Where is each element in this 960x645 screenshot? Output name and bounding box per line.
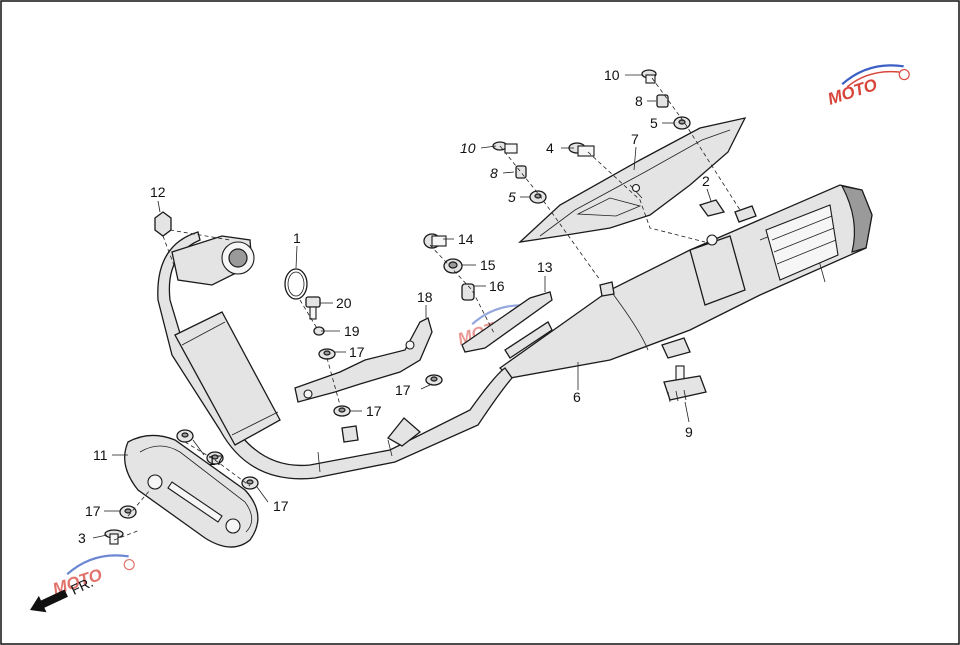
part-17-grommet-e <box>206 451 224 465</box>
watermark-text: MOTO <box>825 75 879 109</box>
part-15-grommet <box>443 258 463 274</box>
callout-7: 7 <box>631 131 639 147</box>
part-17-grommet-a <box>318 348 336 360</box>
callout-18: 18 <box>417 289 433 305</box>
part-11-heat-shield <box>124 434 259 548</box>
callout-4: 4 <box>546 140 554 156</box>
callout-1: 1 <box>293 230 301 246</box>
callout-16: 16 <box>489 278 505 294</box>
part-17-grommet-f <box>241 476 259 490</box>
part-4-bolt <box>568 142 595 157</box>
part-3-bolt <box>104 529 124 545</box>
callout-19: 19 <box>344 323 360 339</box>
part-17-grommet-d <box>176 429 194 443</box>
callout-17a: 17 <box>349 344 365 360</box>
part-17-grommet-b <box>425 374 443 386</box>
callout-leader-lines <box>92 74 712 539</box>
callout-8a: 8 <box>490 165 498 181</box>
callout-labels: 1 2 3 4 5 5 6 7 8 8 9 10 10 11 12 13 14 … <box>78 67 710 546</box>
part-7-heat-shield <box>518 117 747 243</box>
callout-14: 14 <box>458 231 474 247</box>
callout-12: 12 <box>150 184 166 200</box>
part-5-grommet-a <box>529 190 547 204</box>
callout-2: 2 <box>702 173 710 189</box>
part-8-collar-b <box>656 94 669 108</box>
callout-11: 11 <box>93 447 108 463</box>
part-2-clip <box>698 199 726 217</box>
part-9-damper <box>663 365 707 403</box>
callout-5a: 5 <box>508 189 516 205</box>
part-18-bracket <box>294 317 433 403</box>
callout-15: 15 <box>480 257 496 273</box>
callout-17c: 17 <box>366 403 382 419</box>
part-16-collar <box>461 283 475 301</box>
part-10-bolt-a <box>492 141 518 154</box>
watermark-logo-top-right: MOTO <box>825 64 910 109</box>
callout-13: 13 <box>537 259 553 275</box>
callout-9: 9 <box>685 424 693 440</box>
part-14-bolt <box>423 233 447 249</box>
part-6-silencer <box>498 184 873 379</box>
callout-20: 20 <box>336 295 352 311</box>
callout-17f: 17 <box>85 503 101 519</box>
callout-3: 3 <box>78 530 86 546</box>
part-17-grommet-c <box>333 405 351 417</box>
exhaust-flange <box>154 211 255 286</box>
part-1-gasket-ring <box>284 268 308 300</box>
part-17-grommet-g <box>119 505 137 519</box>
part-10-bolt-b <box>641 69 657 84</box>
callout-17e: 17 <box>273 498 289 514</box>
part-13-gasket <box>461 291 553 359</box>
assembly-dash-lines <box>113 77 741 541</box>
exhaust-header-pipe <box>157 231 513 480</box>
callout-10b: 10 <box>604 67 620 83</box>
callout-10a: 10 <box>460 140 476 156</box>
callout-17b: 17 <box>395 382 411 398</box>
callout-17d: 17 <box>208 452 224 468</box>
callout-8b: 8 <box>635 93 643 109</box>
callout-6: 6 <box>573 389 581 405</box>
callout-5b: 5 <box>650 115 658 131</box>
part-20-bolt <box>305 296 321 320</box>
